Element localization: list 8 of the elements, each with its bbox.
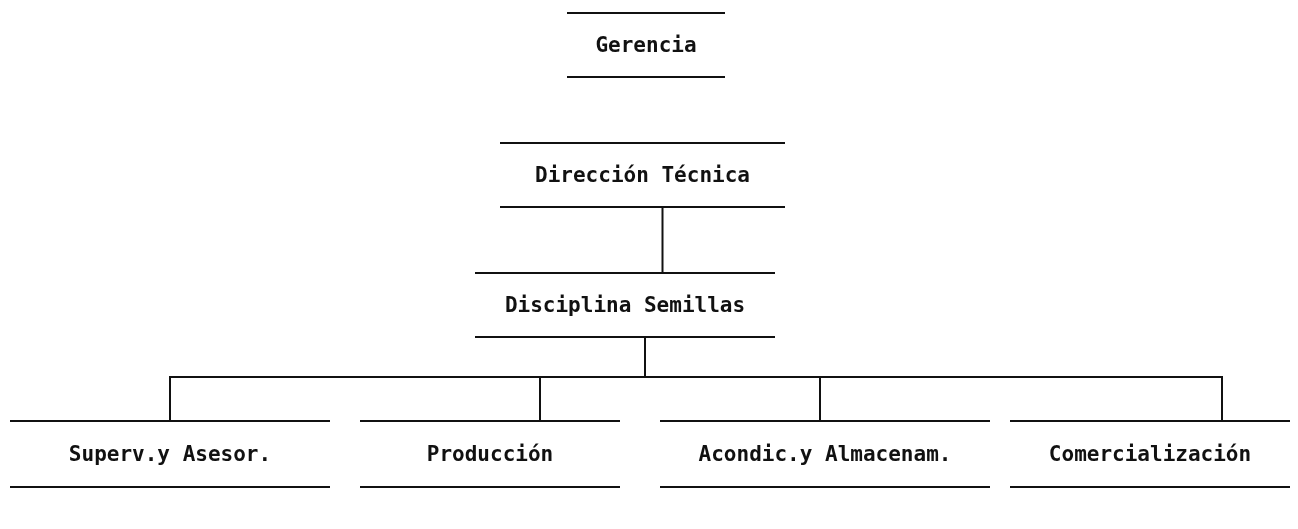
box-label: Gerencia	[595, 33, 697, 57]
box-label: Producción	[426, 442, 554, 466]
box-label: Superv.y Asesor.	[68, 442, 272, 466]
box-label: Dirección Técnica	[535, 163, 750, 187]
box-label: Acondic.y Almacenam.	[698, 442, 952, 466]
box-label: Disciplina Semillas	[504, 293, 746, 317]
connector-line	[661, 207, 664, 273]
box-label: Comercialización	[1048, 442, 1252, 466]
